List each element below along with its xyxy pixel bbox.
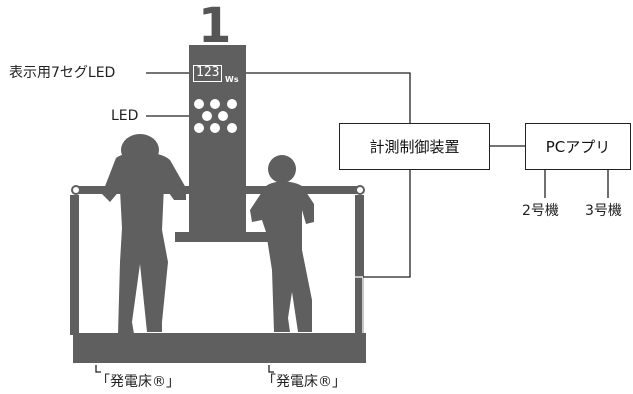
floor-label-right: 「発電床®」 (262, 374, 346, 390)
segment-display-unit: Ws (225, 75, 239, 84)
handrail-right-end (355, 185, 365, 195)
controller-box: 計測制御装置 (339, 123, 490, 170)
tower-shelf (175, 232, 287, 242)
floor-label-left: 「発電床®」 (96, 374, 180, 390)
segment-display-value: 123 (193, 65, 223, 82)
left-post (70, 195, 79, 335)
connection-lines (95, 72, 609, 373)
floor-base (73, 333, 366, 363)
adult-silhouette (102, 134, 186, 334)
child-silhouette (250, 155, 314, 332)
led-array (194, 99, 237, 133)
handrail-left-end (71, 185, 81, 195)
tower (189, 45, 246, 233)
unit-number: 1 (198, 0, 232, 54)
pc-app-box: PCアプリ (525, 123, 631, 170)
led-label: LED (111, 108, 139, 124)
unit3-label: 3号機 (585, 203, 622, 219)
unit2-label: 2号機 (522, 203, 559, 219)
right-post (355, 195, 364, 335)
segment-display-label: 表示用7セグLED (9, 65, 116, 81)
